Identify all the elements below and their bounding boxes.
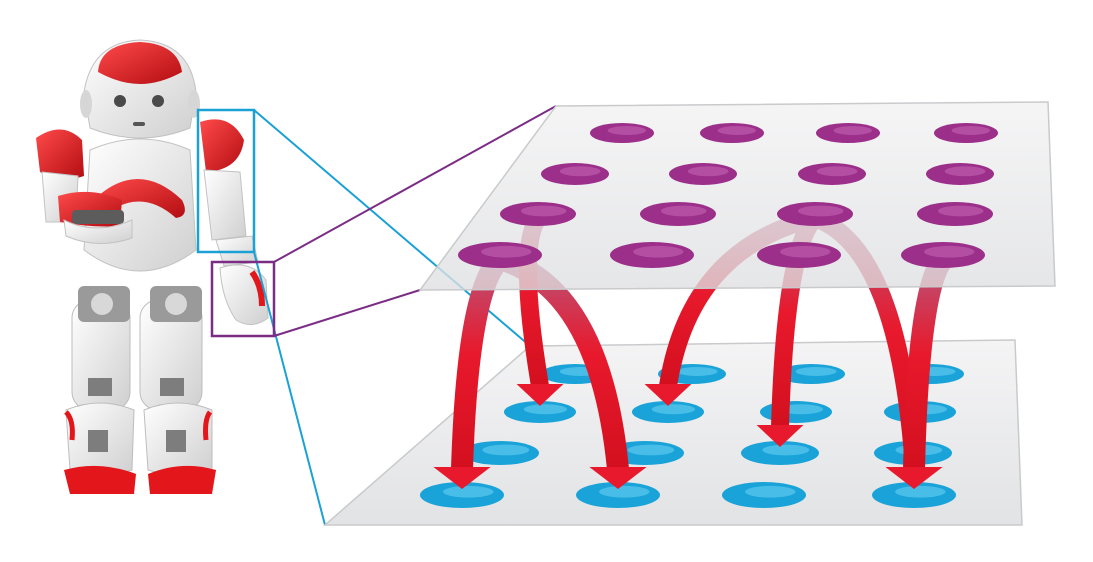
bottom-layer-node	[777, 364, 845, 384]
robot-figure	[36, 39, 269, 494]
top-layer-node	[934, 123, 998, 143]
top-layer-node	[917, 202, 993, 226]
top-layer-node	[541, 163, 609, 185]
top-layer-node	[458, 242, 542, 268]
bottom-layer-node	[760, 401, 832, 423]
robot-legs	[64, 299, 216, 494]
bottom-layer-node	[741, 441, 819, 465]
bottom-layer-node	[872, 482, 956, 508]
top-layer-node	[798, 163, 866, 185]
top-layer	[418, 101, 1056, 291]
bottom-layer-node	[504, 401, 576, 423]
robot-chest-accent	[96, 178, 185, 218]
top-node-grid	[458, 123, 998, 268]
robot-left-arm	[200, 119, 269, 325]
robot-right-eye	[152, 95, 164, 107]
upper-arm-callout-box	[196, 108, 256, 254]
bottom-plane	[323, 339, 1023, 526]
top-layer-node	[700, 123, 764, 143]
bottom-layer-node	[461, 441, 539, 465]
top-layer-node	[777, 202, 853, 226]
top-layer-node	[590, 123, 654, 143]
bottom-layer-node	[420, 482, 504, 508]
top-layer-node	[901, 242, 985, 268]
top-layer-node	[640, 202, 716, 226]
top-layer-node	[500, 202, 576, 226]
top-layer-node	[757, 242, 841, 268]
bottom-layer-node	[722, 482, 806, 508]
top-plane	[418, 101, 1056, 291]
bottom-layer	[323, 339, 1023, 526]
top-layer-node	[610, 242, 694, 268]
hand-callout-box	[210, 260, 276, 338]
top-layer-node	[669, 163, 737, 185]
robot-left-eye	[114, 95, 126, 107]
robot-right-arm	[36, 129, 133, 245]
top-layer-node	[926, 163, 994, 185]
bottom-layer-node	[576, 482, 660, 508]
bottom-layer-node	[632, 401, 704, 423]
robot-hips	[78, 286, 202, 322]
top-layer-node	[816, 123, 880, 143]
robot-head	[80, 39, 200, 139]
